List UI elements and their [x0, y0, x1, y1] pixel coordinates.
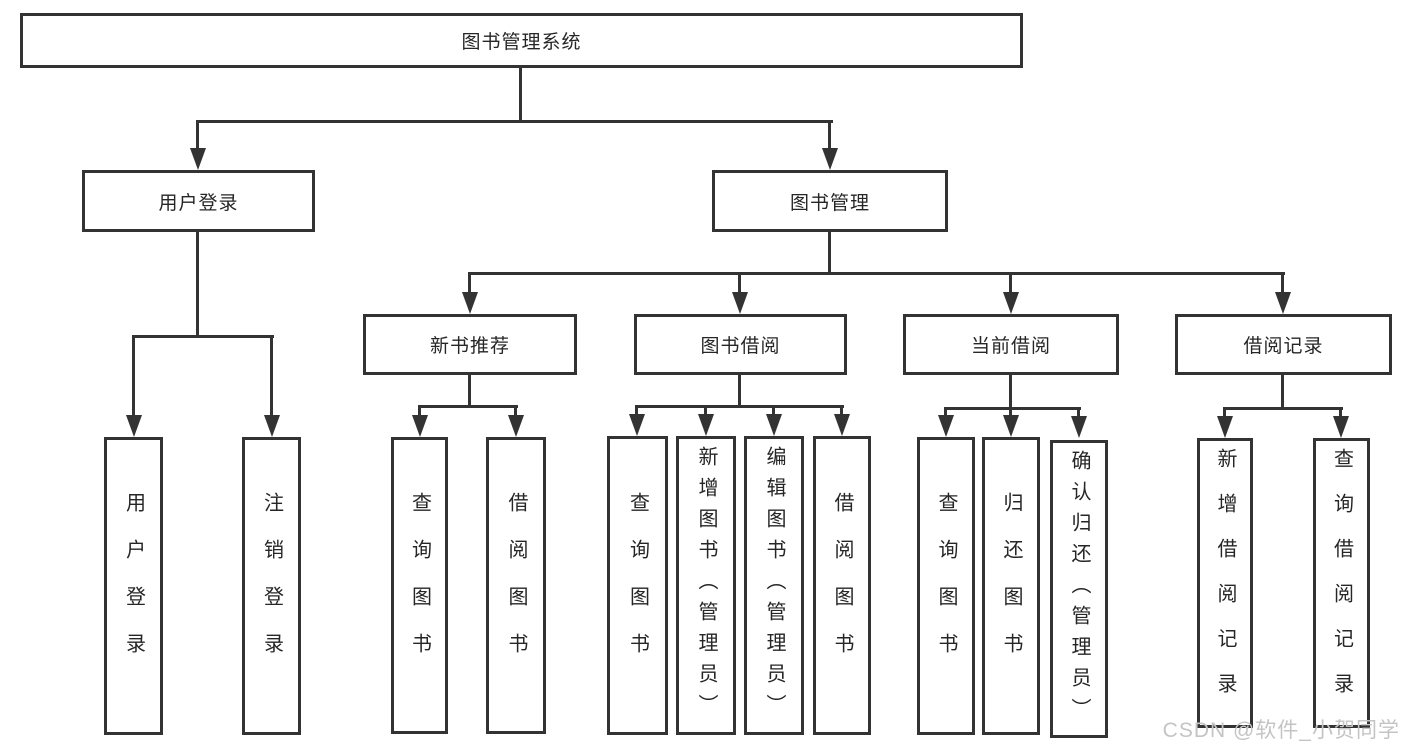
node-library-management-system: 图书管理系统	[20, 13, 1023, 68]
connector-line	[468, 375, 471, 405]
arrowhead-down-icon	[462, 292, 478, 314]
node-label: 借阅图书	[831, 491, 853, 680]
node-label: 图书借阅	[700, 336, 781, 357]
node-user-login: 用户登录	[82, 170, 315, 232]
arrowhead-down-icon	[766, 414, 782, 436]
node-label: 编辑图书（管理员）	[763, 446, 785, 725]
node-label: 查询借阅记录	[1330, 448, 1353, 718]
connector-line	[1009, 375, 1012, 407]
connector-line	[738, 375, 741, 405]
node-label: 借阅记录	[1243, 336, 1324, 357]
leaf-confirm-return-admin: 确认归还（管理员）	[1050, 440, 1108, 738]
node-label: 图书管理	[789, 192, 870, 214]
arrowhead-down-icon	[834, 414, 850, 436]
connector-line	[196, 120, 833, 123]
leaf-borrow-books-recommend: 借阅图书	[486, 437, 546, 734]
leaf-search-books-borrowing: 查询图书	[607, 436, 668, 735]
arrowhead-down-icon	[508, 415, 524, 437]
leaf-return-book: 归还图书	[982, 437, 1040, 735]
node-label: 查询图书	[935, 492, 957, 680]
arrowhead-down-icon	[1071, 416, 1087, 438]
arrowhead-down-icon	[629, 414, 645, 436]
leaf-search-books-current: 查询图书	[917, 437, 975, 735]
connector-line	[840, 405, 843, 416]
connector-line	[514, 405, 517, 417]
connector-line	[1223, 407, 1343, 410]
connector-line	[468, 272, 1285, 275]
connector-line	[1077, 407, 1080, 417]
node-current-borrowing: 当前借阅	[903, 314, 1119, 375]
arrowhead-down-icon	[822, 148, 838, 170]
arrowhead-down-icon	[1275, 292, 1291, 314]
node-book-management: 图书管理	[712, 170, 948, 232]
arrowhead-down-icon	[698, 414, 714, 436]
node-label: 新增借阅记录	[1214, 448, 1236, 718]
node-label: 归还图书	[1000, 492, 1022, 680]
arrowhead-down-icon	[1333, 416, 1349, 438]
leaf-search-borrow-record: 查询借阅记录	[1313, 438, 1370, 728]
connector-line	[132, 335, 135, 415]
leaf-borrow-books: 借阅图书	[813, 436, 871, 735]
arrowhead-down-icon	[1003, 415, 1019, 437]
node-new-book-recommendation: 新书推荐	[363, 314, 577, 375]
connector-line	[196, 120, 199, 150]
connector-line	[196, 232, 199, 335]
arrowhead-down-icon	[732, 292, 748, 314]
connector-line	[635, 405, 844, 408]
connector-line	[1281, 272, 1284, 292]
connector-line	[418, 405, 421, 417]
arrowhead-down-icon	[126, 415, 142, 437]
node-label: 注销登录	[260, 492, 283, 680]
connector-line	[828, 232, 831, 272]
node-label: 当前借阅	[970, 336, 1051, 357]
connector-line	[635, 405, 638, 416]
node-label: 查询图书	[408, 491, 431, 680]
leaf-add-borrow-record: 新增借阅记录	[1197, 438, 1253, 728]
leaf-user-login: 用户登录	[104, 437, 163, 735]
connector-line	[738, 272, 741, 292]
connector-line	[772, 405, 775, 416]
connector-line	[828, 120, 831, 150]
arrowhead-down-icon	[938, 415, 954, 437]
arrowhead-down-icon	[190, 148, 206, 170]
connector-line	[1223, 407, 1226, 417]
node-label: 新书推荐	[429, 336, 510, 357]
connector-line	[704, 405, 707, 416]
node-label: 借阅图书	[505, 491, 527, 680]
connector-line	[1339, 407, 1342, 417]
connector-line	[519, 68, 522, 120]
leaf-logout: 注销登录	[242, 437, 301, 735]
leaf-edit-book-admin: 编辑图书（管理员）	[744, 436, 804, 735]
node-label: 查询图书	[626, 491, 649, 680]
connector-line	[270, 335, 273, 415]
connector-line	[418, 405, 518, 408]
csdn-watermark: CSDN @软件_小贺同学	[1162, 719, 1400, 742]
leaf-add-book-admin: 新增图书（管理员）	[676, 436, 736, 735]
node-label: 用户登录	[122, 492, 145, 680]
arrowhead-down-icon	[1217, 416, 1233, 438]
node-label: 确认归还（管理员）	[1068, 449, 1090, 729]
connector-line	[1009, 272, 1012, 292]
node-label: 用户登录	[158, 192, 239, 214]
arrowhead-down-icon	[264, 415, 280, 437]
arrowhead-down-icon	[412, 415, 428, 437]
connector-line	[132, 335, 274, 338]
node-borrowing-records: 借阅记录	[1175, 314, 1392, 375]
connector-line	[944, 407, 1081, 410]
connector-line	[1009, 407, 1012, 417]
connector-line	[468, 272, 471, 292]
node-label: 新增图书（管理员）	[695, 446, 717, 725]
connector-line	[1281, 375, 1284, 407]
node-label: 图书管理系统	[461, 32, 582, 53]
connector-line	[944, 407, 947, 417]
arrowhead-down-icon	[1003, 292, 1019, 314]
leaf-search-books-recommend: 查询图书	[391, 437, 448, 734]
node-book-borrowing: 图书借阅	[634, 314, 847, 375]
